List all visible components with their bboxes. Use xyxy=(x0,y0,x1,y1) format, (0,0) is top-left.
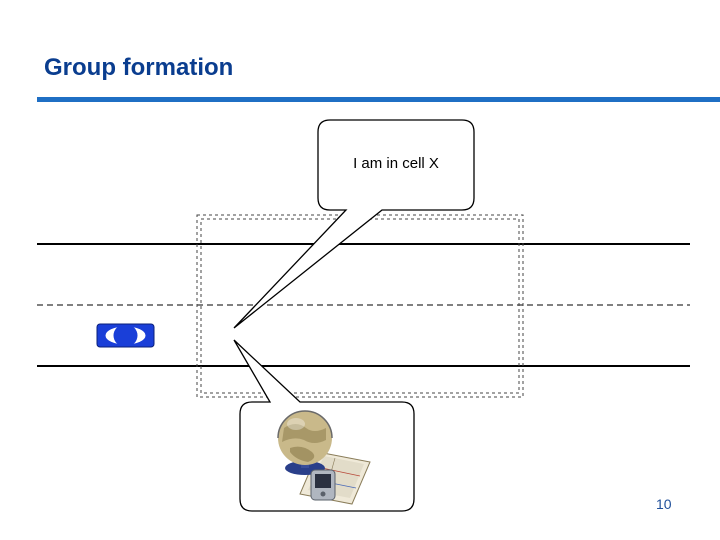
page-number: 10 xyxy=(656,496,672,512)
globe-with-map-and-pda-icon xyxy=(277,410,371,505)
bubble-message: I am in cell X xyxy=(353,155,439,172)
title-rule xyxy=(37,97,720,102)
car-icon xyxy=(96,323,155,348)
cell-boundary xyxy=(196,214,524,398)
speech-bubble-top xyxy=(233,119,475,329)
slide-title: Group formation xyxy=(44,54,234,81)
